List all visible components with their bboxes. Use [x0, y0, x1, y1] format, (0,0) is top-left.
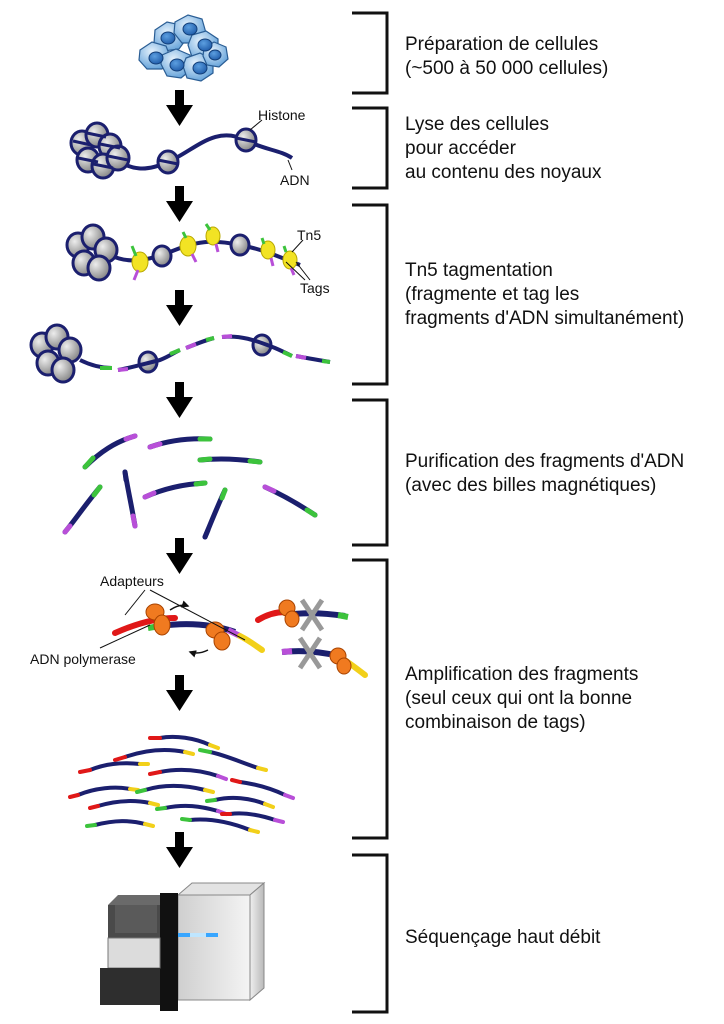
down-arrow-2: [166, 186, 193, 222]
step2-line3: au contenu des noyaux: [405, 162, 602, 183]
step-brackets: [352, 11, 389, 1014]
step5-line1: Amplification des fragments: [405, 664, 638, 685]
tn5-label: Tn5: [297, 227, 321, 243]
svg-text:Préparation de cellules(~500 à: Préparation de cellules (~500 à 50 000 ce…: [405, 34, 608, 79]
flow-arrows: [166, 90, 193, 868]
step1-line2: (~500 à 50 000 cellules): [405, 58, 608, 79]
down-arrow-7: [166, 832, 193, 868]
bracket-2: [352, 106, 389, 190]
down-arrow-5: [166, 538, 193, 574]
svg-text:Séquençage haut débit: Séquençage haut débit: [405, 927, 601, 948]
step2-line2: pour accéder: [405, 138, 517, 159]
tags-label: Tags: [300, 280, 330, 296]
cross-icon: [299, 598, 325, 632]
step4-line2: (avec des billes magnétiques): [405, 475, 656, 496]
adapteurs-label: Adapteurs: [100, 573, 164, 589]
step4-line1: Purification des fragments d'ADN: [405, 451, 684, 472]
step1-line1: Préparation de cellules: [405, 34, 598, 55]
histone-label: Histone: [258, 107, 306, 123]
step3-line2: (fragmente et tag les: [405, 284, 579, 305]
chromatin-lysis: Histone ADN: [69, 107, 310, 188]
step-descriptions: Préparation de cellules (~500 à 50 000 ce…: [405, 34, 684, 948]
step3-line1: Tn5 tagmentation: [405, 260, 553, 281]
cell-cluster: [138, 14, 229, 82]
rejected-fragment-1: [255, 598, 349, 632]
cross-icon: [297, 636, 323, 670]
amplified-library: [68, 734, 295, 834]
down-arrow-6: [166, 675, 193, 711]
bracket-5: [352, 558, 389, 840]
amplification-scene: Adapteurs ADN polymerase: [30, 573, 368, 678]
sequencer-machine-icon: [100, 881, 266, 1011]
svg-text:Purification des fragments d'A: Purification des fragments d'ADN (avec de…: [405, 451, 684, 496]
svg-text:Tn5 tagmentation(fragmente et: Tn5 tagmentation (fragmente et tag les fra…: [405, 260, 684, 329]
step2-line1: Lyse des cellules: [405, 114, 549, 135]
purified-fragments: [62, 433, 318, 540]
step5-line2: (seul ceux qui ont la bonne: [405, 688, 632, 709]
bracket-4: [352, 398, 389, 547]
down-arrow-3: [166, 290, 193, 326]
bracket-3: [352, 203, 389, 386]
svg-text:Amplification des fragments(se: Amplification des fragments (seul ceux qu…: [405, 664, 638, 733]
adn-label: ADN: [280, 172, 310, 188]
fragmented-chromatin: [29, 323, 331, 384]
down-arrow-1: [166, 90, 193, 126]
polymerase-label: ADN polymerase: [30, 651, 136, 667]
step3-line3: fragments d'ADN simultanément): [405, 308, 684, 329]
rejected-fragment-2: [281, 636, 368, 678]
step5-line3: combinaison de tags): [405, 712, 586, 733]
tn5-tagmentation: Tn5 Tags: [65, 223, 330, 296]
bracket-1: [352, 11, 389, 95]
step6-line1: Séquençage haut débit: [405, 927, 601, 948]
bracket-6: [352, 853, 389, 1014]
down-arrow-4: [166, 382, 193, 418]
